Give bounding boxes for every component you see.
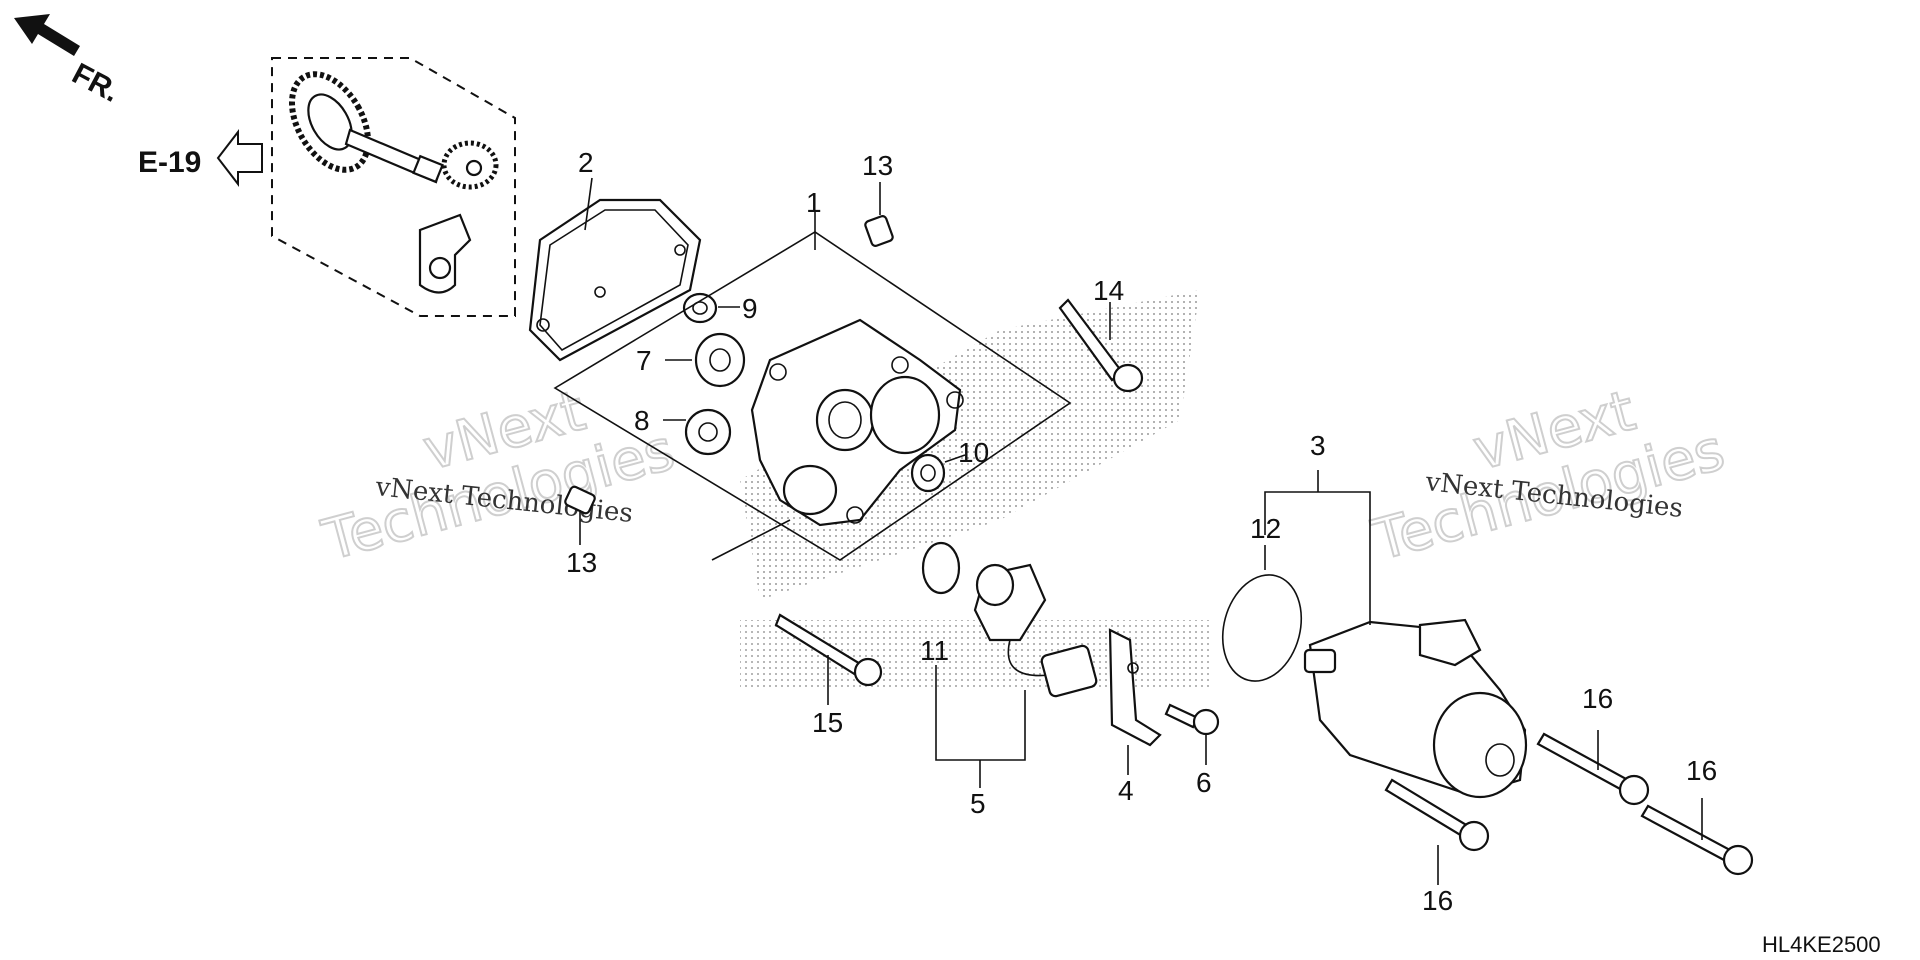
- bearing-7: [694, 332, 746, 388]
- front-direction-arrow: FR.: [14, 14, 125, 109]
- callout-12: 12: [1250, 513, 1281, 544]
- callout-5: 5: [970, 788, 986, 819]
- callout-14: 14: [1093, 275, 1124, 306]
- gasket: [528, 198, 702, 362]
- callout-6: 6: [1196, 767, 1212, 798]
- callout-13-top: 13: [862, 150, 893, 181]
- callout-2: 2: [578, 147, 594, 178]
- bolt-15: [774, 613, 883, 687]
- arrow-icon: [14, 14, 80, 56]
- angle-sensor: [973, 563, 1098, 698]
- front-label: FR.: [67, 57, 125, 109]
- callout-7: 7: [636, 345, 652, 376]
- callout-10: 10: [958, 437, 989, 468]
- reference-label: E-19: [138, 146, 201, 179]
- oil-seal-10: [910, 453, 946, 493]
- callout-1: 1: [806, 187, 822, 218]
- callout-numbers: 1 2 3 4 5 6 7 8 9 10 11 12 13 13 14 15 1…: [566, 147, 1717, 916]
- callout-16-b: 16: [1686, 755, 1717, 786]
- watermark-right: vNext Technologies vNext Technologies: [1365, 377, 1732, 574]
- bearing-8: [684, 408, 732, 456]
- o-ring-12: [1221, 574, 1303, 682]
- reference-e19: E-19: [138, 129, 263, 187]
- callout-13-left: 13: [566, 547, 597, 578]
- bolt-16-b: [1536, 732, 1650, 806]
- o-ring-11: [921, 541, 961, 595]
- bracket-4: [1108, 628, 1162, 747]
- callout-3: 3: [1310, 430, 1326, 461]
- gear-assembly-group: [271, 57, 516, 317]
- bolt-16-a: [1384, 778, 1490, 852]
- bolt-14: [1058, 298, 1144, 393]
- callout-16-c: 16: [1422, 885, 1453, 916]
- bearing-9: [682, 292, 718, 324]
- reduction-housing: [553, 231, 1072, 561]
- reference-arrow-icon: [216, 129, 263, 187]
- bolt-6: [1164, 703, 1220, 736]
- dowel-pin-top: [864, 215, 894, 247]
- callout-4: 4: [1118, 775, 1134, 806]
- callout-8: 8: [634, 405, 650, 436]
- callout-11: 11: [920, 635, 949, 666]
- shift-motor: [1303, 618, 1528, 799]
- leader-lines: [579, 177, 1703, 885]
- diagram-code: HL4KE2500: [1762, 932, 1881, 957]
- watermark-left: vNext Technologies vNext Technologies: [315, 377, 682, 574]
- callout-16-a: 16: [1582, 683, 1613, 714]
- callout-9: 9: [742, 293, 758, 324]
- bolt-16-c: [1640, 804, 1754, 876]
- callout-15: 15: [812, 707, 843, 738]
- dowel-pin-left: [564, 485, 596, 515]
